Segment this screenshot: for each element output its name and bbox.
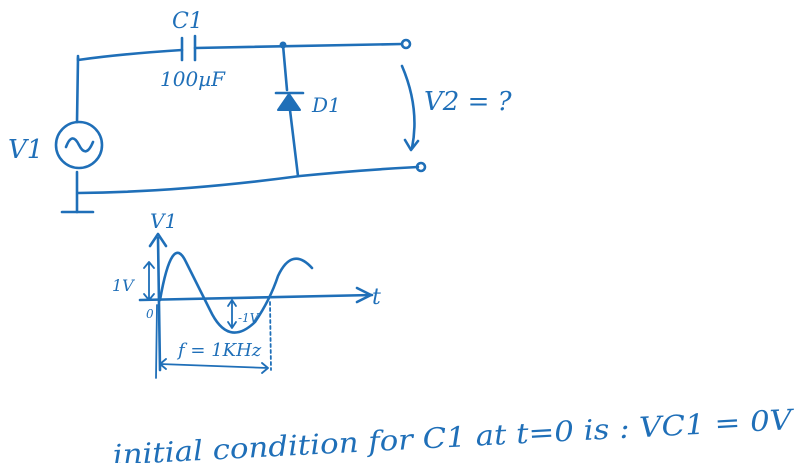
amp-pos-label: 1V — [112, 276, 135, 295]
diode-wire — [281, 43, 300, 178]
diode-triangle — [277, 93, 301, 111]
period-arrow — [159, 358, 269, 374]
junction-dot — [279, 41, 287, 49]
circuit-wires — [75, 41, 420, 214]
ac-source-v1 — [54, 120, 104, 170]
axis-v1-label: V1 — [150, 209, 177, 233]
amplitude-pos-marker — [143, 261, 155, 301]
initial-condition-text: initial condition for C1 at t=0 is : VC1… — [112, 403, 796, 463]
c1-label: C1 — [172, 9, 203, 34]
top-wire-right — [193, 42, 404, 50]
v2-question-label: V2 = ? — [424, 87, 513, 117]
v1-label: V1 — [8, 135, 43, 165]
source-circle — [54, 120, 104, 170]
terminal-top — [400, 38, 412, 50]
axis-t-label: t — [372, 285, 381, 310]
diode-d1 — [274, 91, 305, 111]
capacitor-c1 — [180, 34, 197, 62]
left-wire-upper — [75, 56, 80, 124]
v-axis — [156, 236, 162, 372]
t-axis-arrow — [355, 286, 373, 304]
frequency-label: f = 1KHz — [176, 340, 262, 361]
sine-symbol — [64, 137, 95, 153]
t-axis — [138, 293, 374, 302]
v-axis-arrow — [148, 232, 168, 248]
period-mark-right — [269, 301, 272, 371]
c1-value-label: 100µF — [160, 67, 226, 91]
amp-neg-label: -1V — [238, 311, 260, 325]
bottom-wire — [76, 165, 420, 195]
v2-brace — [400, 64, 416, 150]
v2-arrowhead — [403, 138, 420, 152]
output-terminals — [400, 38, 427, 173]
terminal-bottom — [415, 161, 427, 173]
amplitude-neg-marker — [227, 299, 237, 329]
origin-label: 0 — [146, 307, 154, 321]
d1-label: D1 — [311, 93, 341, 117]
sine-wave — [158, 251, 314, 334]
waveform-sketch — [138, 232, 374, 379]
top-wire-left — [76, 48, 184, 62]
period-mark-left — [155, 304, 158, 379]
